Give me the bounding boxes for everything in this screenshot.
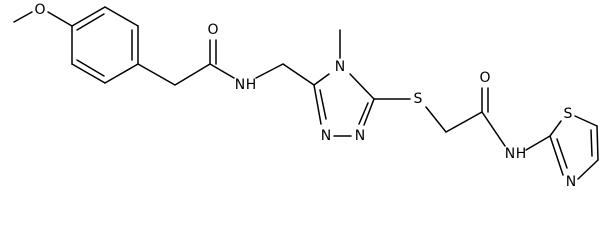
thiazole-nitrogen-label: N [566, 174, 576, 190]
bond [590, 129, 593, 157]
bond [358, 102, 369, 125]
amide-oxygen-label: O [207, 22, 218, 38]
bond [445, 111, 483, 133]
amide-hydrogen-label: H [246, 77, 257, 93]
amide2-oxygen-label: O [479, 70, 490, 86]
bond [313, 84, 322, 125]
thiazole-sulfur-label: S [564, 106, 573, 122]
triazole-nitrogen-label: N [321, 128, 331, 144]
bonds [13, 6, 599, 180]
bond [255, 63, 284, 79]
amide2-nitrogen-label: N [505, 146, 515, 162]
molecule-structure: O O N H N N N S O N H S N [13, 2, 599, 190]
bond [137, 63, 176, 86]
bond [13, 11, 33, 23]
bond [596, 125, 599, 161]
bond [363, 98, 375, 126]
methoxy-oxygen-label: O [34, 2, 45, 18]
triazole-n-methyl-label: N [335, 59, 345, 75]
triazole-nitrogen-label: N [355, 128, 365, 144]
bond [574, 115, 598, 127]
amide-nitrogen-label: N [235, 77, 245, 93]
bond [577, 159, 599, 180]
bond [313, 73, 330, 86]
atom-labels: O O N H N N N S O N H S N [34, 2, 576, 190]
bond [76, 13, 105, 31]
bond [425, 106, 447, 133]
bond [104, 6, 139, 27]
bond [174, 63, 211, 86]
bond [525, 135, 551, 151]
bond [71, 6, 106, 27]
bond [282, 63, 315, 86]
bond [481, 111, 506, 147]
bond [209, 63, 235, 79]
bond [319, 89, 327, 120]
bond [549, 120, 562, 137]
bond [349, 73, 375, 100]
bond [76, 59, 105, 77]
bond [556, 138, 568, 169]
thioether-sulfur-label: S [414, 91, 423, 107]
bond [71, 63, 106, 84]
bond [47, 11, 73, 27]
amide2-hydrogen-label: H [516, 146, 527, 162]
bond [104, 63, 139, 84]
bond [549, 135, 564, 176]
